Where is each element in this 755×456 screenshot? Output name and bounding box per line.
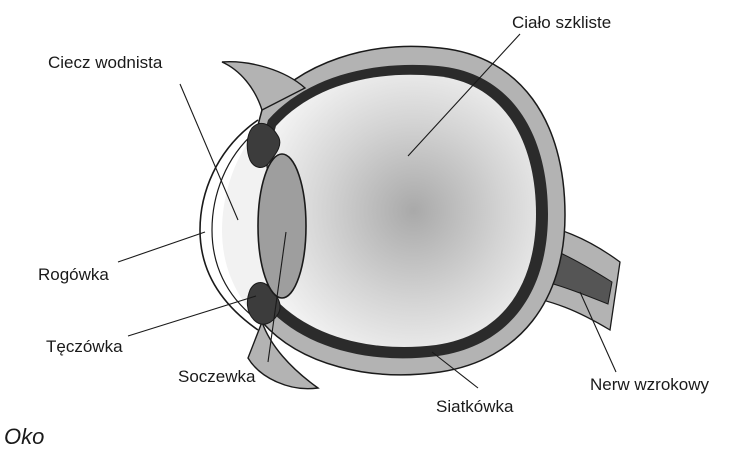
label-lens: Soczewka: [178, 367, 256, 386]
label-iris: Tęczówka: [46, 337, 123, 356]
label-cornea: Rogówka: [38, 265, 109, 284]
label-aqueous: Ciecz wodnista: [48, 53, 163, 72]
label-vitreous: Ciało szkliste: [512, 13, 611, 32]
leader-cornea: [118, 232, 205, 262]
leader-aqueous: [180, 84, 238, 220]
label-optic-nerve: Nerw wzrokowy: [590, 375, 710, 394]
label-retina: Siatkówka: [436, 397, 514, 416]
diagram-caption: Oko: [4, 424, 44, 449]
lens: [258, 154, 306, 298]
leader-iris: [128, 296, 256, 336]
